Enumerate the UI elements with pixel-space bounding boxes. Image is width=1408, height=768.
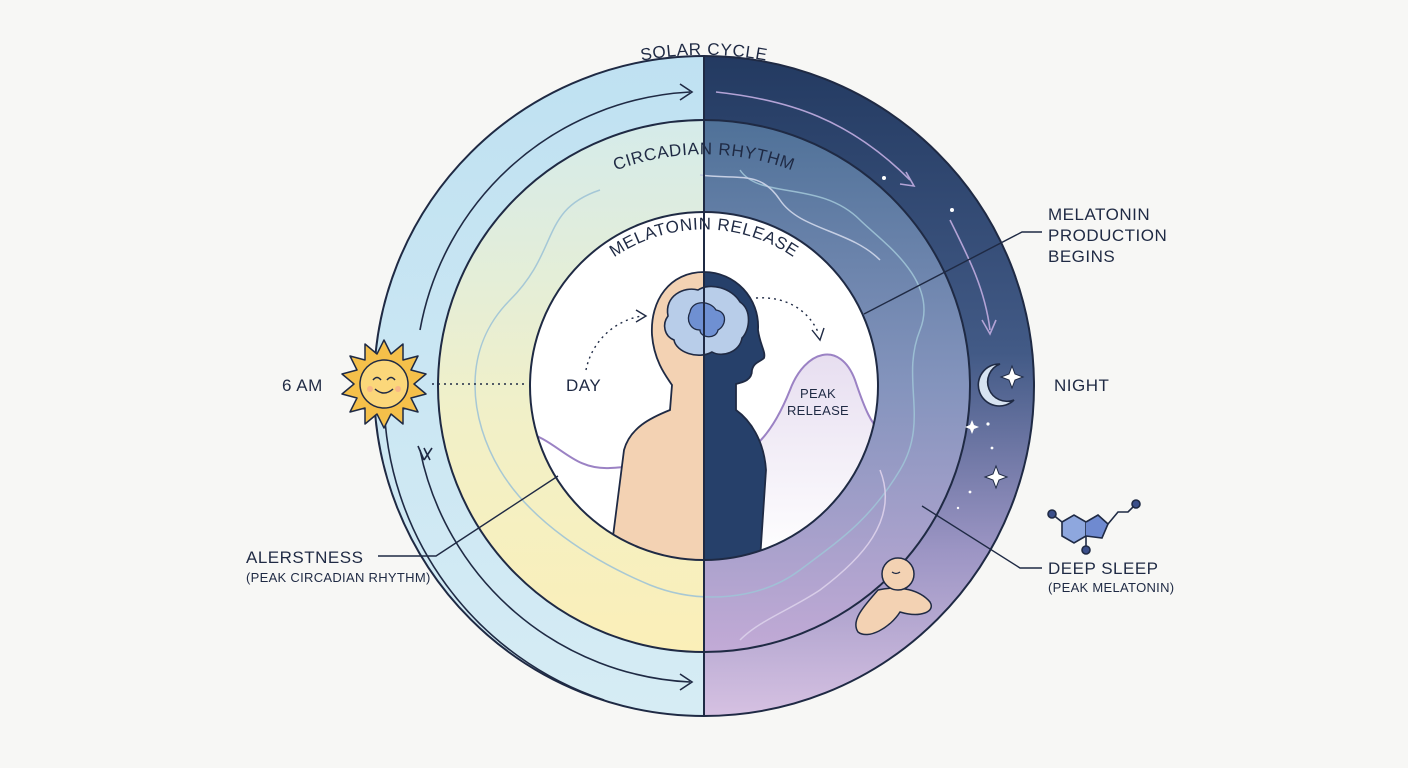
brain-icon bbox=[663, 285, 750, 356]
night-label: NIGHT bbox=[1054, 376, 1109, 395]
peak-release-label-1: PEAK bbox=[800, 386, 836, 401]
deep-sleep-label: DEEP SLEEP bbox=[1048, 559, 1159, 578]
dotted-arrows bbox=[585, 297, 819, 371]
upward-arrow bbox=[417, 445, 433, 461]
leader-lines bbox=[378, 231, 1042, 569]
moon-icon bbox=[977, 363, 1015, 407]
night-dots bbox=[882, 176, 994, 510]
star-icon bbox=[965, 364, 1025, 490]
dotted-arrow-heads bbox=[635, 309, 825, 342]
melatonin-production-label-1: MELATONIN bbox=[1048, 205, 1150, 224]
night-arrows bbox=[715, 91, 997, 336]
alertness-label: ALERSTNESS bbox=[246, 548, 363, 567]
sleeping-person-icon bbox=[855, 557, 932, 636]
alertness-sub-label: (PEAK CIRCADIAN RHYTHM) bbox=[246, 570, 431, 585]
molecule-icon bbox=[1047, 499, 1141, 555]
sun-icon bbox=[341, 339, 427, 429]
solar-cycle-arrows bbox=[383, 83, 694, 701]
six-am-label: 6 AM bbox=[282, 376, 323, 395]
melatonin-production-label-3: BEGINS bbox=[1048, 247, 1115, 266]
peak-release-label-2: RELEASE bbox=[787, 403, 849, 418]
melatonin-production-label-2: PRODUCTION bbox=[1048, 226, 1167, 245]
day-label: DAY bbox=[566, 376, 601, 395]
deep-sleep-sub-label: (PEAK MELATONIN) bbox=[1048, 580, 1174, 595]
